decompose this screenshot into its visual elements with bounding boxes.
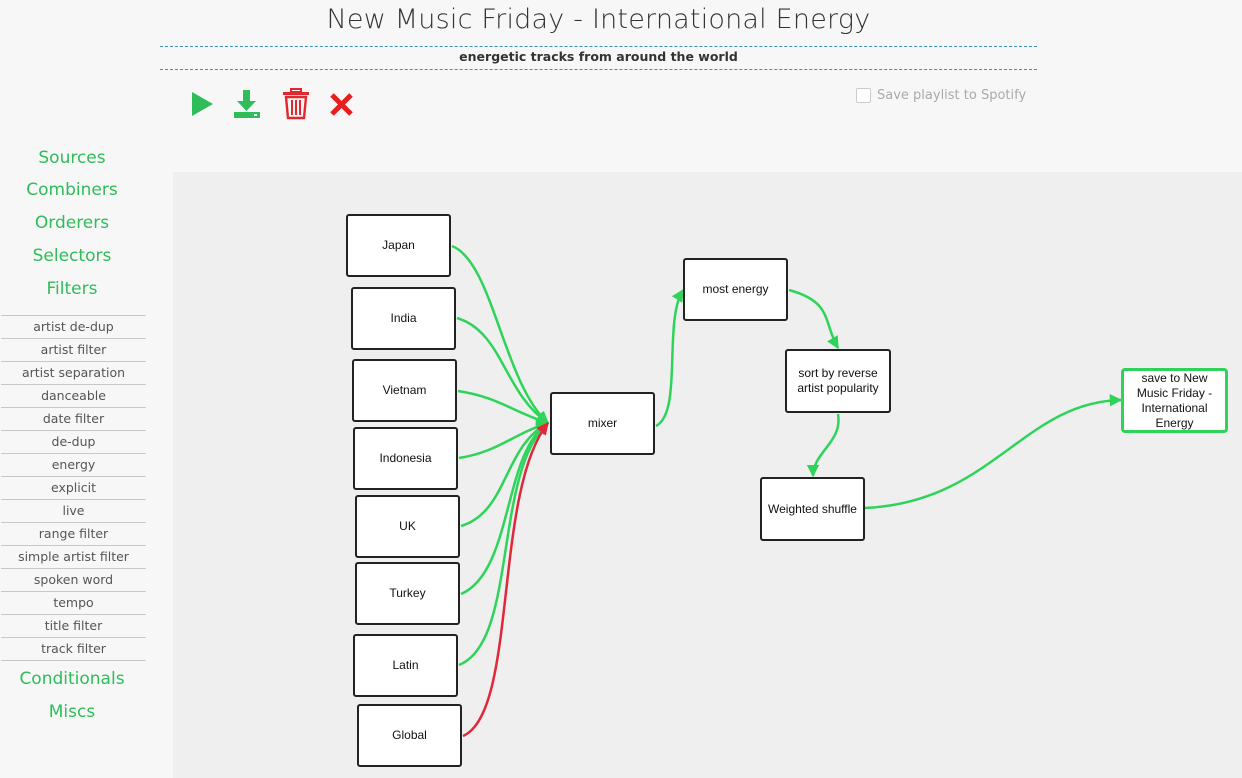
- delete-button[interactable]: [281, 88, 311, 120]
- filter-item-artist-filter[interactable]: artist filter: [1, 338, 146, 361]
- filter-item-date-filter[interactable]: date filter: [1, 407, 146, 430]
- filter-item-range-filter[interactable]: range filter: [1, 522, 146, 545]
- filter-item-simple-artist-filter[interactable]: simple artist filter: [1, 545, 146, 568]
- edge-most-energy-sort: [788, 288, 840, 350]
- title-divider: [160, 46, 1037, 47]
- close-icon: [330, 93, 353, 116]
- page-title: New Music Friday - International Energy: [326, 4, 871, 35]
- filter-item-danceable[interactable]: danceable: [1, 384, 146, 407]
- edge-vietnam-mixer: [457, 389, 550, 426]
- filter-item-explicit[interactable]: explicit: [1, 476, 146, 499]
- edge-turkey-mixer: [460, 421, 550, 596]
- node-global[interactable]: Global: [357, 704, 462, 767]
- close-button[interactable]: [327, 88, 357, 120]
- node-japan[interactable]: Japan: [346, 214, 451, 277]
- node-vietnam[interactable]: Vietnam: [352, 359, 457, 422]
- edge-sort-shuffle: [806, 413, 840, 478]
- filter-item-spoken-word[interactable]: spoken word: [1, 568, 146, 591]
- category-miscs[interactable]: Miscs: [48, 702, 96, 722]
- filter-item-artist-de-dup[interactable]: artist de-dup: [1, 315, 146, 338]
- filter-item-tempo[interactable]: tempo: [1, 591, 146, 614]
- save-to-spotify-label: Save playlist to Spotify: [877, 88, 1027, 103]
- node-indonesia[interactable]: Indonesia: [353, 427, 458, 490]
- node-sort-by-reverse-artist-popularity[interactable]: sort by reverse artist popularity: [785, 349, 891, 413]
- edge-japan-mixer: [451, 244, 549, 424]
- node-save-to-playlist[interactable]: save to New Music Friday - International…: [1121, 368, 1228, 433]
- filter-list: artist de-dup artist filter artist separ…: [1, 315, 146, 661]
- node-uk[interactable]: UK: [355, 495, 460, 558]
- save-to-spotify-checkbox[interactable]: [856, 88, 871, 103]
- filter-item-live[interactable]: live: [1, 499, 146, 522]
- edge-mixer-most-energy: [655, 288, 685, 428]
- node-turkey[interactable]: Turkey: [355, 562, 460, 625]
- filter-item-title-filter[interactable]: title filter: [1, 614, 146, 637]
- trash-icon: [283, 88, 309, 120]
- category-selectors[interactable]: Selectors: [32, 246, 112, 266]
- node-most-energy[interactable]: most energy: [683, 258, 788, 321]
- node-mixer[interactable]: mixer: [550, 392, 655, 455]
- run-button[interactable]: [187, 88, 217, 120]
- edge-global-mixer: [462, 422, 549, 738]
- download-icon: [234, 90, 260, 118]
- filter-item-track-filter[interactable]: track filter: [1, 637, 146, 661]
- category-sources[interactable]: Sources: [38, 148, 106, 168]
- category-combiners[interactable]: Combiners: [26, 180, 118, 200]
- graph-canvas[interactable]: Japan India Vietnam Indonesia UK Turkey …: [173, 172, 1242, 778]
- category-filters[interactable]: Filters: [46, 279, 98, 299]
- filter-item-artist-separation[interactable]: artist separation: [1, 361, 146, 384]
- category-conditionals[interactable]: Conditionals: [19, 669, 125, 689]
- node-latin[interactable]: Latin: [353, 634, 458, 697]
- edge-india-mixer: [456, 316, 550, 425]
- graph-edges: [451, 244, 1123, 738]
- subtitle-divider: [160, 69, 1037, 70]
- category-orderers[interactable]: Orderers: [34, 213, 110, 233]
- edge-latin-mixer: [458, 422, 549, 667]
- edge-uk-mixer: [460, 421, 550, 528]
- download-button[interactable]: [231, 88, 261, 120]
- node-weighted-shuffle[interactable]: Weighted shuffle: [760, 477, 865, 541]
- play-icon: [192, 92, 213, 116]
- save-to-spotify-toggle[interactable]: Save playlist to Spotify: [856, 88, 1026, 103]
- filter-item-de-dup[interactable]: de-dup: [1, 430, 146, 453]
- page-subtitle: energetic tracks from around the world: [459, 49, 738, 64]
- node-india[interactable]: India: [351, 287, 456, 350]
- edge-shuffle-save: [864, 393, 1123, 510]
- filter-item-energy[interactable]: energy: [1, 453, 146, 476]
